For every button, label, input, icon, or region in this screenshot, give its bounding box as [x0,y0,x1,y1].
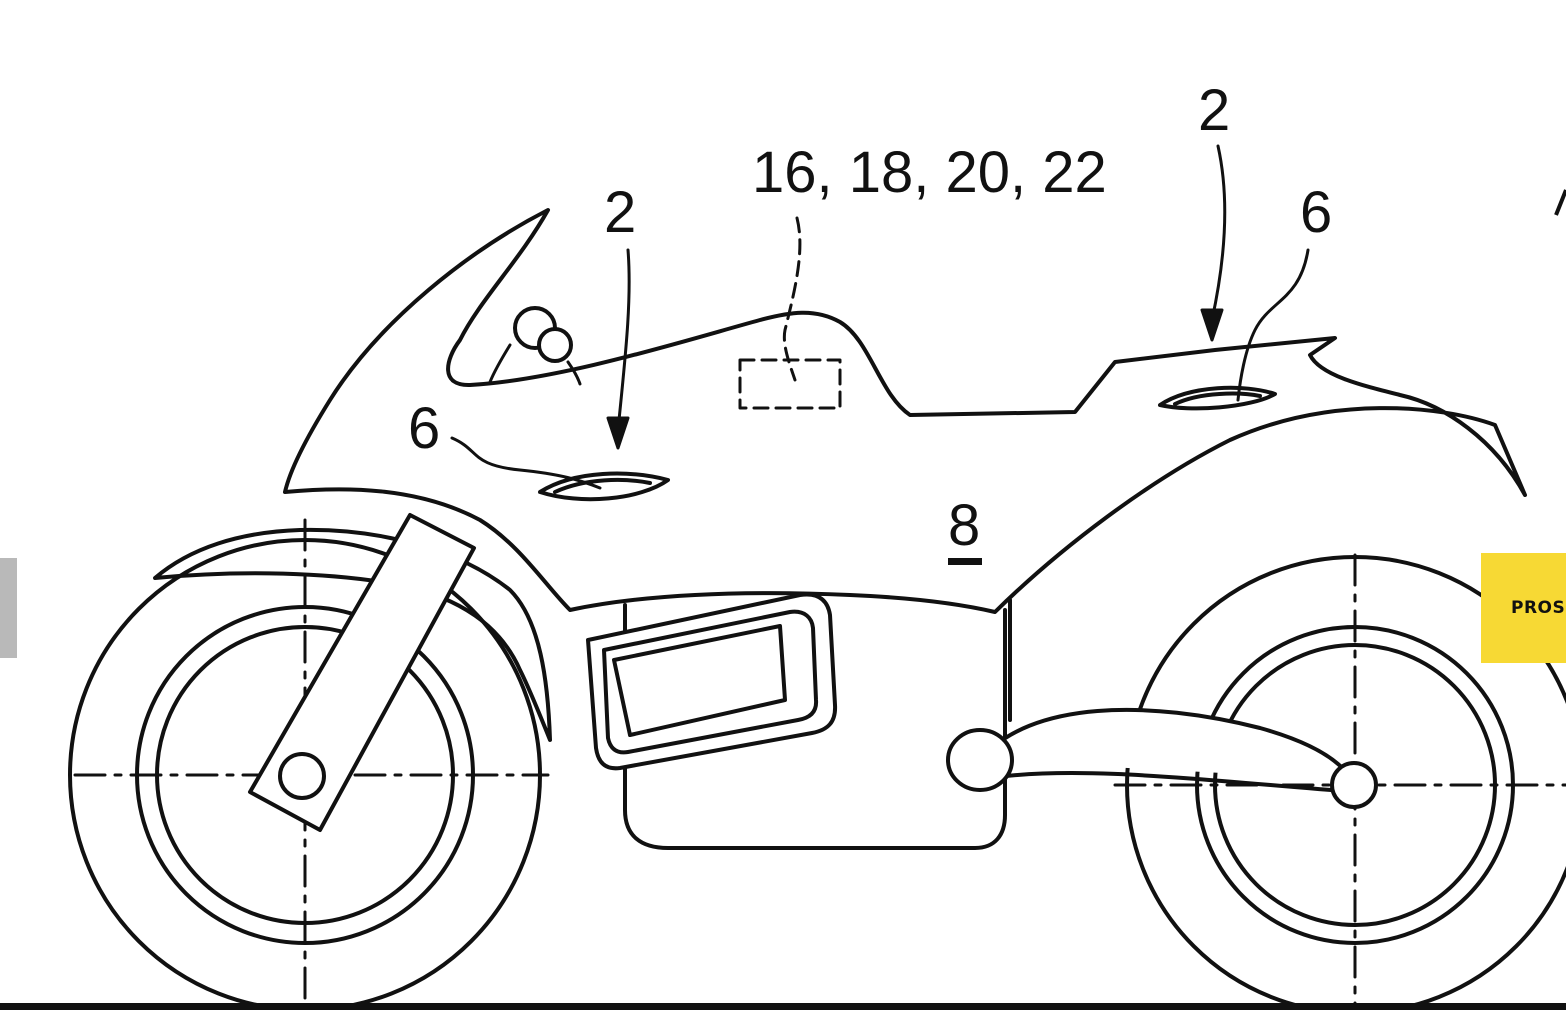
label-8-underline [948,558,982,565]
label-2-front: 2 [604,180,636,245]
battery-block [586,592,838,771]
front-fork [248,513,476,832]
label-6-front: 6 [408,396,440,461]
ground-line [0,1003,1566,1010]
label-6-rear: 6 [1300,180,1332,245]
edge-mark [1554,189,1566,216]
rear-sensor-window [1158,385,1277,411]
tank-component-box [738,358,842,410]
swing-arm [946,707,1378,809]
side-promo-tab[interactable]: PROS [1481,553,1566,663]
engine-housing [623,598,1012,850]
mirror [488,306,582,386]
left-side-tab[interactable] [0,558,17,658]
label-8: 8 [948,493,980,558]
label-components: 16, 18, 20, 22 [752,140,1107,205]
leader-lines [450,144,1310,490]
front-sensor-window [538,471,670,502]
motorcycle-body [283,208,1527,614]
reference-labels: 2 6 16, 18, 20, 22 2 6 8 [408,78,1332,565]
side-promo-tab-label: PROS [1511,598,1566,618]
label-2-rear: 2 [1198,78,1230,143]
